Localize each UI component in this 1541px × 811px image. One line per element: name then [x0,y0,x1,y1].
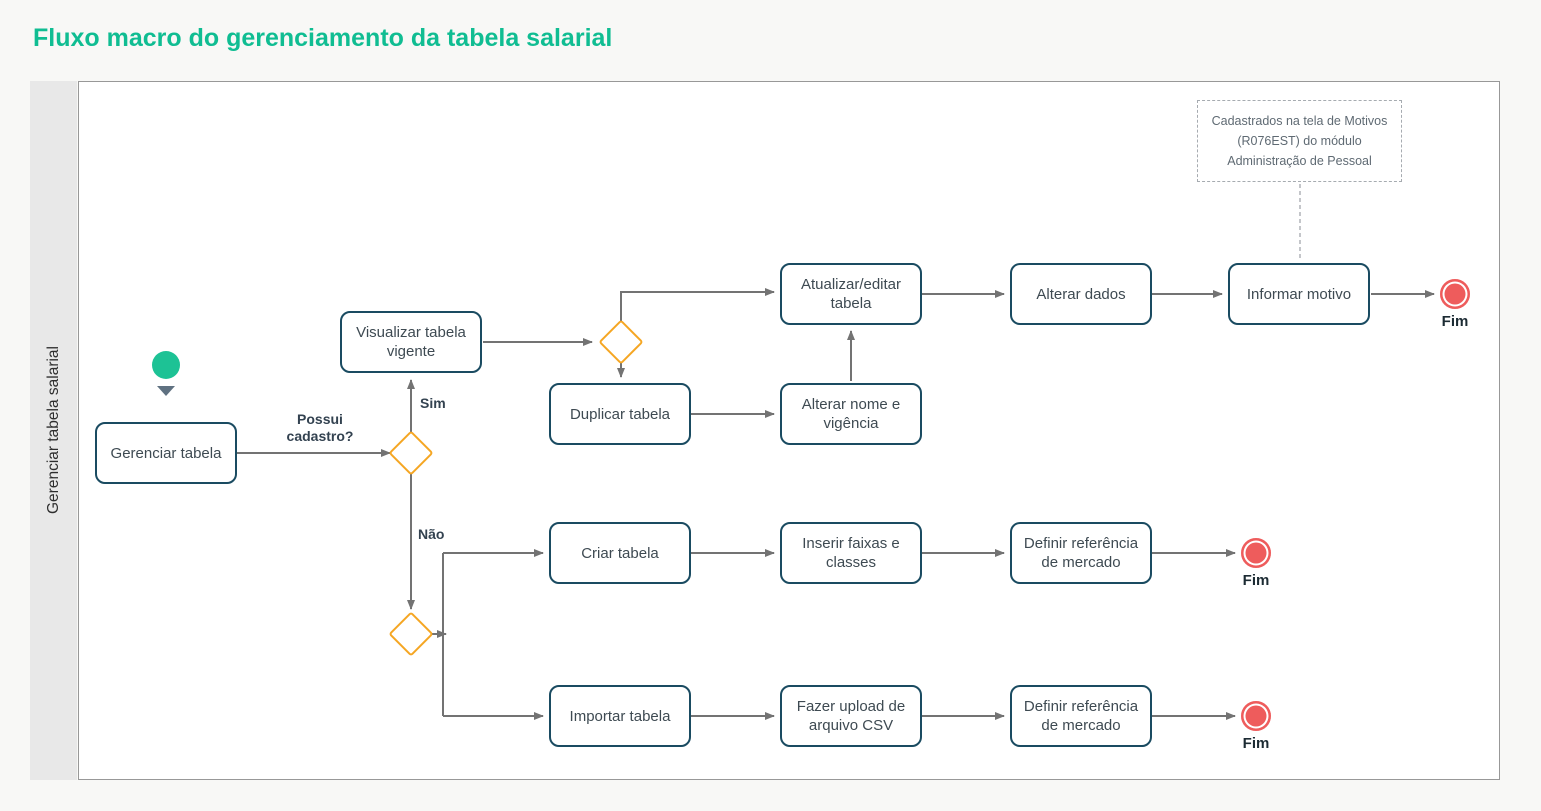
annotation-line: (R076EST) do módulo [1237,134,1362,148]
task-informar-motivo: Informar motivo [1228,263,1370,325]
lane-band: Gerenciar tabela salarial [30,81,77,780]
task-inserir-faixas-classes: Inserir faixas e classes [780,522,922,584]
task-criar-tabela: Criar tabela [549,522,691,584]
task-importar-tabela: Importar tabela [549,685,691,747]
end-event-icon [1241,538,1271,568]
task-definir-referencia-mercado-2: Definir referência de mercado [1010,685,1152,747]
edge-label-nao: Não [418,526,445,542]
annotation-note: Cadastrados na tela de Motivos (R076EST)… [1197,100,1402,182]
page-title: Fluxo macro do gerenciamento da tabela s… [33,24,613,52]
task-visualizar-tabela-vigente: Visualizar tabela vigente [340,311,482,373]
end-event-label: Fim [1441,313,1469,330]
lane-label: Gerenciar tabela salarial [44,346,62,515]
task-gerenciar-tabela: Gerenciar tabela [95,422,237,484]
end-event-label: Fim [1242,735,1270,752]
annotation-line: Cadastrados na tela de Motivos [1211,114,1388,128]
annotation-line: Administração de Pessoal [1227,154,1372,168]
end-event-label: Fim [1242,572,1270,589]
task-alterar-nome-vigencia: Alterar nome e vigência [780,383,922,445]
task-definir-referencia-mercado-1: Definir referência de mercado [1010,522,1152,584]
task-duplicar-tabela: Duplicar tabela [549,383,691,445]
start-event-icon [152,351,180,379]
edge-label-sim: Sim [420,395,446,411]
edge-label-possui-cadastro: Possui cadastro? [286,411,354,444]
end-event-icon [1241,701,1271,731]
task-fazer-upload-csv: Fazer upload de arquivo CSV [780,685,922,747]
task-alterar-dados: Alterar dados [1010,263,1152,325]
task-atualizar-editar-tabela: Atualizar/editar tabela [780,263,922,325]
end-event-icon [1440,279,1470,309]
